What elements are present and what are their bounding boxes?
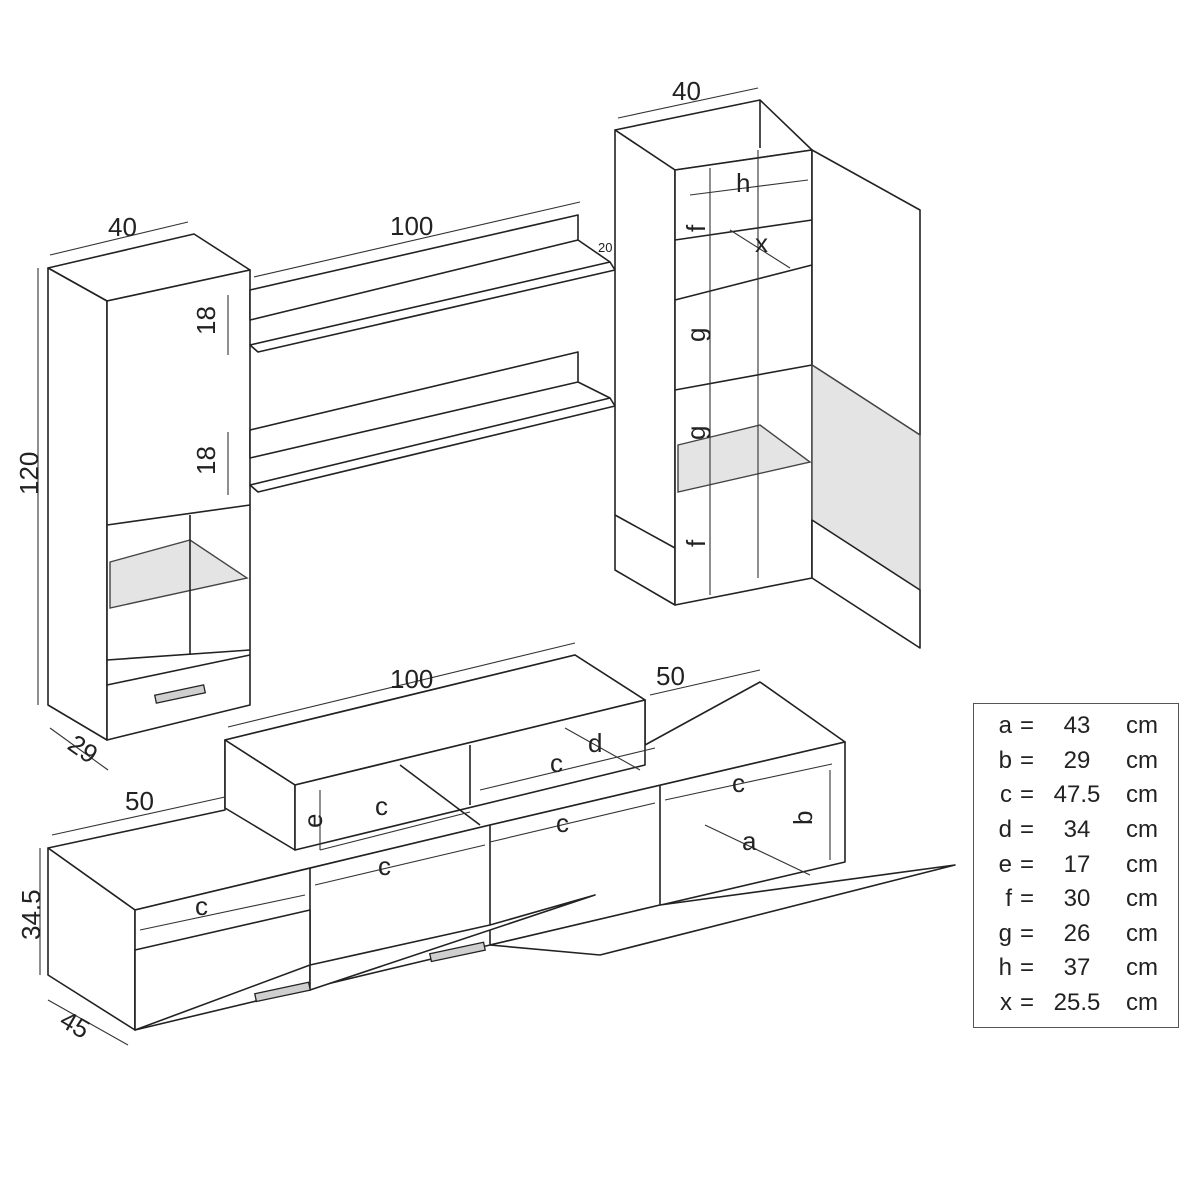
legend-eq: = bbox=[1019, 919, 1034, 947]
tv-stand bbox=[47, 654, 956, 1031]
legend-unit: cm bbox=[1126, 954, 1158, 982]
glass-shelf-right bbox=[677, 424, 812, 493]
legend-unit: cm bbox=[1126, 746, 1158, 774]
left-cabinet-dims: 40 120 29 bbox=[14, 212, 189, 771]
legend-unit: cm bbox=[1126, 885, 1158, 913]
legend-row-x: x= 25.5 cm bbox=[974, 986, 1178, 1021]
legend-eq: = bbox=[1019, 746, 1034, 774]
legend-eq: = bbox=[1019, 954, 1034, 982]
label-c-mid-left: c bbox=[378, 851, 391, 881]
wall-shelves bbox=[249, 214, 616, 493]
legend-key: a bbox=[998, 712, 1012, 740]
right-cabinet-width-label: 40 bbox=[672, 76, 701, 106]
tv-top-width-label: 100 bbox=[390, 664, 433, 694]
legend-row-e: e= 17 cm bbox=[974, 847, 1178, 882]
left-tall-cabinet bbox=[47, 233, 251, 741]
legend-eq: = bbox=[1019, 850, 1034, 878]
label-f-bottom: f bbox=[681, 539, 711, 547]
legend-row-d: d= 34 cm bbox=[974, 813, 1178, 848]
label-c-top-left: c bbox=[375, 791, 388, 821]
left-cabinet-width-label: 40 bbox=[108, 212, 137, 242]
legend-key: h bbox=[998, 954, 1012, 982]
legend-eq: = bbox=[1019, 781, 1034, 809]
legend-row-g: g= 26 cm bbox=[974, 917, 1178, 952]
legend-unit: cm bbox=[1126, 816, 1158, 844]
tv-right-width-label: 50 bbox=[656, 661, 685, 691]
legend-unit: cm bbox=[1126, 919, 1158, 947]
legend-unit: cm bbox=[1126, 989, 1158, 1017]
legend-value: 34 bbox=[1063, 816, 1091, 844]
tv-height-label: 34.5 bbox=[16, 889, 46, 940]
legend-unit: cm bbox=[1126, 850, 1158, 878]
legend-value: 17 bbox=[1063, 850, 1091, 878]
legend-value: 47.5 bbox=[1053, 781, 1101, 809]
legend-key: f bbox=[1005, 885, 1012, 913]
shelf-spacing-upper-label: 18 bbox=[191, 306, 221, 335]
legend-value: 37 bbox=[1063, 954, 1091, 982]
legend-key: b bbox=[998, 746, 1012, 774]
legend-value: 26 bbox=[1063, 919, 1091, 947]
label-c-right: c bbox=[732, 768, 745, 798]
flap-handle-mid bbox=[428, 941, 486, 963]
legend-key: d bbox=[998, 816, 1012, 844]
label-h: h bbox=[736, 168, 750, 198]
label-x: x bbox=[755, 228, 768, 258]
legend-row-h: h= 37 cm bbox=[974, 951, 1178, 986]
label-c-mid-right: c bbox=[556, 808, 569, 838]
legend-key: c bbox=[1000, 781, 1012, 809]
shelf-dims: 100 20 18 18 bbox=[191, 201, 612, 495]
legend-eq: = bbox=[1019, 712, 1034, 740]
label-a: a bbox=[742, 826, 757, 856]
glass-shelf bbox=[109, 539, 249, 609]
tv-depth-label: 45 bbox=[55, 1004, 95, 1044]
legend-unit: cm bbox=[1126, 712, 1158, 740]
legend-key: x bbox=[1000, 989, 1012, 1017]
legend-row-b: b= 29 cm bbox=[974, 744, 1178, 779]
legend-eq: = bbox=[1019, 989, 1034, 1017]
right-cabinet-dims: 40 h f x g g f bbox=[617, 76, 809, 595]
label-e: e bbox=[298, 814, 328, 828]
left-cabinet-height-label: 120 bbox=[14, 452, 44, 495]
legend-value: 25.5 bbox=[1053, 989, 1101, 1017]
label-d: d bbox=[588, 728, 602, 758]
flap-handle-left bbox=[253, 981, 311, 1003]
drawer-handle bbox=[153, 684, 207, 704]
label-g-mid: g bbox=[681, 328, 711, 342]
legend-row-a: a= 43 cm bbox=[974, 709, 1178, 744]
legend-row-c: c= 47.5 cm bbox=[974, 778, 1178, 813]
right-tall-cabinet bbox=[614, 99, 921, 649]
legend-row-f: f= 30 cm bbox=[974, 882, 1178, 917]
label-c-top-right: c bbox=[550, 748, 563, 778]
shelf-spacing-lower-label: 18 bbox=[191, 446, 221, 475]
shelf-width-label: 100 bbox=[390, 211, 433, 241]
label-f-top: f bbox=[681, 224, 711, 232]
legend-key: g bbox=[998, 919, 1012, 947]
legend-unit: cm bbox=[1126, 781, 1158, 809]
legend-eq: = bbox=[1019, 816, 1034, 844]
legend-value: 30 bbox=[1063, 885, 1091, 913]
label-g-low: g bbox=[681, 426, 711, 440]
label-b: b bbox=[788, 811, 818, 825]
legend-value: 29 bbox=[1063, 746, 1091, 774]
legend-value: 43 bbox=[1063, 712, 1091, 740]
tv-left-width-label: 50 bbox=[125, 786, 154, 816]
tv-stand-dims: 100 50 50 34.5 45 d c e c c b a c c c bbox=[16, 642, 833, 1046]
label-c-left: c bbox=[195, 891, 208, 921]
shelf-depth-label: 20 bbox=[598, 240, 612, 255]
legend-eq: = bbox=[1019, 885, 1034, 913]
legend-key: e bbox=[998, 850, 1012, 878]
